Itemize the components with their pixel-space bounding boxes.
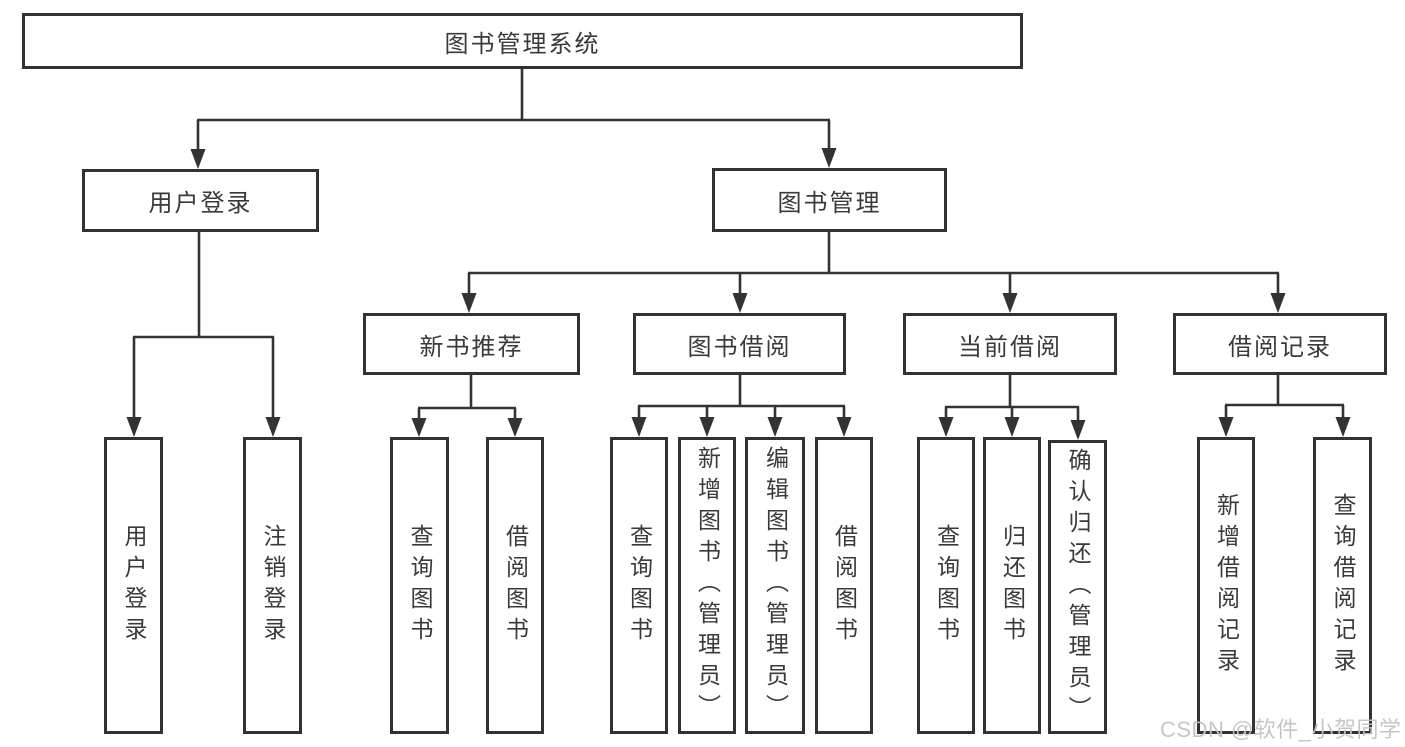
connector-new-book-branch [411,375,523,437]
connector-current-borrowing-branch [938,375,1086,440]
leaf-borrow-books-recommend: 借阅图书 [486,437,544,734]
leaf-add-borrow-record: 新增借阅记录 [1197,437,1255,734]
leaf-query-books-recommend: 查询图书 [390,437,449,734]
connector-book-management-branch [461,232,1286,313]
leaf-logout: 注销登录 [243,437,302,734]
node-borrow-records: 借阅记录 [1173,313,1387,375]
node-new-book-recommend: 新书推荐 [363,313,580,375]
node-current-borrowing: 当前借阅 [903,313,1117,375]
node-library-system: 图书管理系统 [22,13,1023,69]
leaf-query-books-current: 查询图书 [917,437,975,734]
csdn-watermark: CSDN @软件_小贺同学 [1160,717,1402,742]
connector-user-login-branch [126,232,281,437]
connector-book-borrowing-branch [631,375,852,437]
node-book-borrowing: 图书借阅 [633,313,846,375]
connector-borrow-records-branch [1218,375,1351,437]
leaf-confirm-return-admin: 确认归还（管理员） [1048,440,1107,734]
leaf-edit-book-admin: 编辑图书（管理员） [745,437,805,734]
leaf-add-book-admin: 新增图书（管理员） [678,437,736,734]
connector-root-to-level2 [190,69,837,169]
leaf-query-borrow-record: 查询借阅记录 [1313,437,1372,734]
node-user-login: 用户登录 [82,169,319,232]
node-book-management: 图书管理 [712,168,947,232]
leaf-user-login: 用户登录 [104,437,163,734]
leaf-return-books: 归还图书 [983,437,1041,734]
leaf-query-books-borrowing: 查询图书 [610,437,668,734]
leaf-borrow-books-borrowing: 借阅图书 [815,437,873,734]
